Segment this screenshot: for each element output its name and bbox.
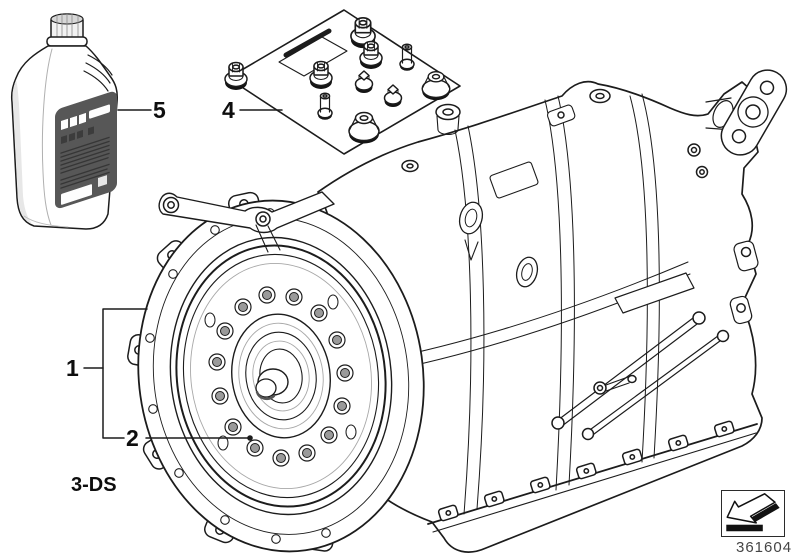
converter-hub xyxy=(255,368,289,400)
nav-arrow-button[interactable] xyxy=(721,490,785,537)
breather-cap xyxy=(435,103,461,135)
bottle-label xyxy=(55,91,117,209)
callout-leaders xyxy=(83,109,283,441)
leader-1-bracket xyxy=(102,308,148,439)
callout-4-mounting-kit[interactable]: 4 xyxy=(222,97,235,123)
mount-arm xyxy=(158,191,335,253)
id-plate xyxy=(614,272,695,314)
bolt-kit xyxy=(224,9,461,155)
converter-bolt-ring xyxy=(208,286,354,467)
diagram-code: 361604 xyxy=(736,539,793,556)
leader-2-dot xyxy=(247,435,253,441)
callout-2-torque-converter[interactable]: 2 xyxy=(126,425,139,451)
oil-pan xyxy=(427,419,758,533)
callout-1-gearbox[interactable]: 1 xyxy=(66,355,79,381)
selector-linkage xyxy=(551,311,730,441)
variant-code: 3-DS xyxy=(71,474,117,496)
filler-cap xyxy=(589,88,611,104)
gasket-strip xyxy=(283,28,332,58)
back-arrow-icon xyxy=(726,493,780,532)
torque-converter xyxy=(175,244,387,508)
callout-5-oil-bottle[interactable]: 5 xyxy=(153,97,166,123)
gearbox-case xyxy=(317,69,788,553)
output-flange xyxy=(705,69,788,156)
oil-bottle xyxy=(10,13,118,230)
converter-face-holes xyxy=(204,294,357,451)
